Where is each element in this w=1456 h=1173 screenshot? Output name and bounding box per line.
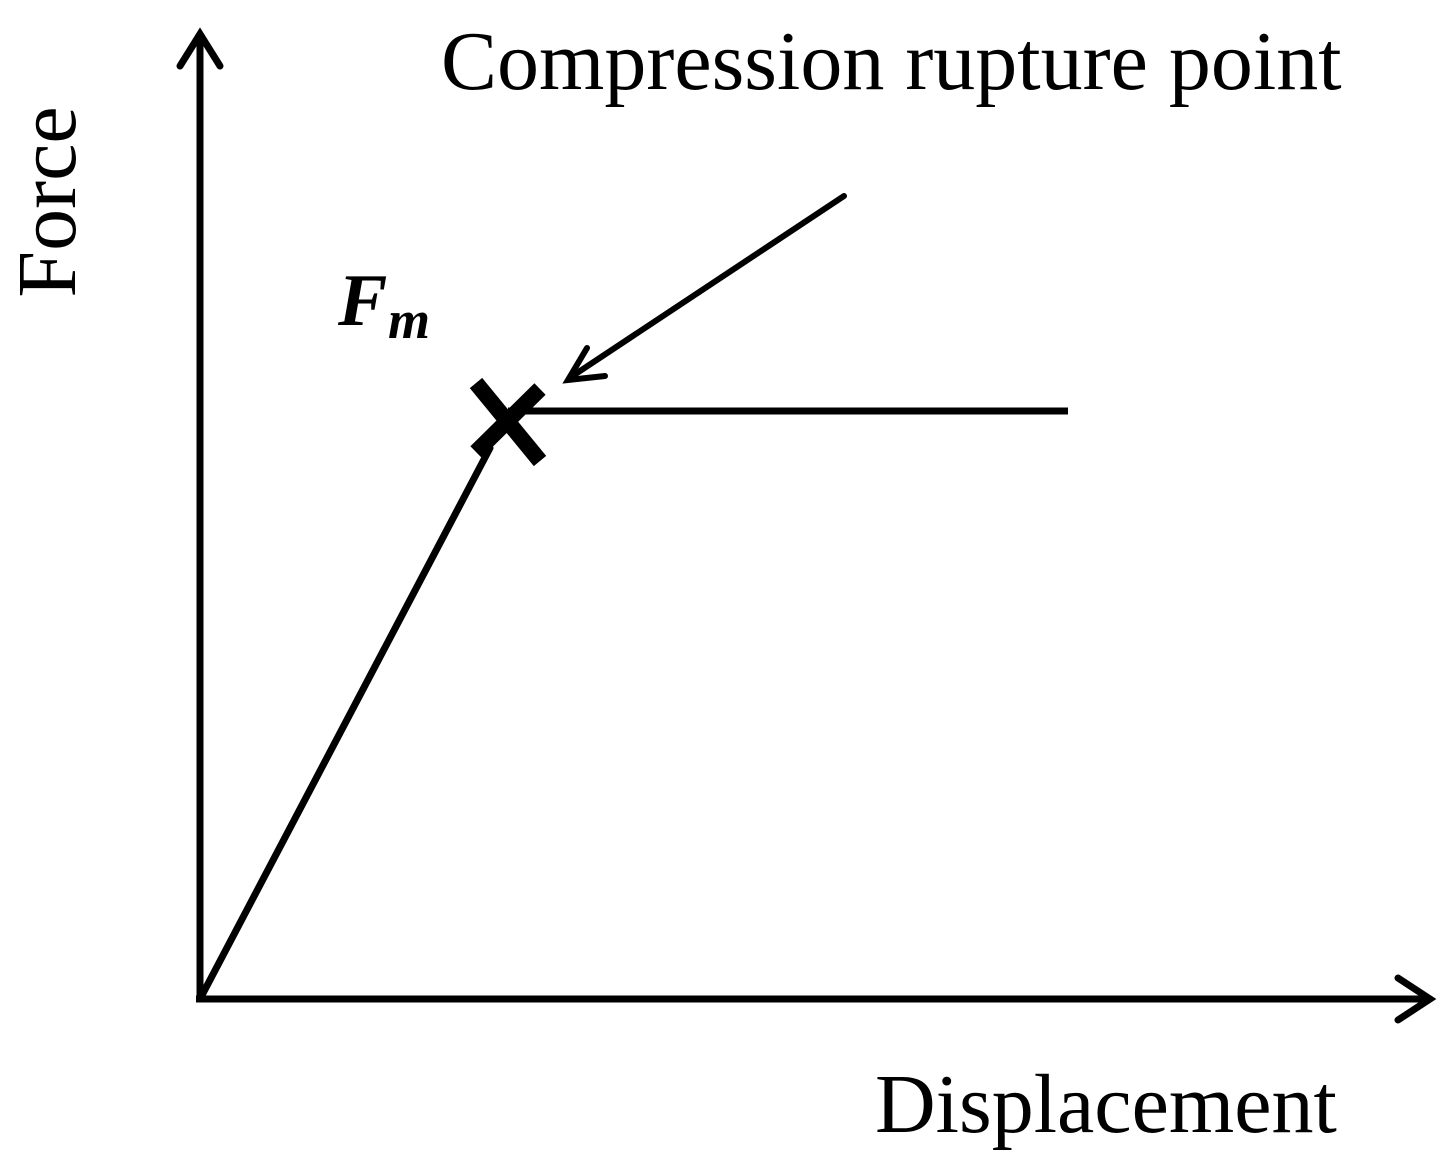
- y-axis-label: Force: [1, 106, 94, 297]
- x-axis-arrowhead: [1394, 974, 1437, 1024]
- annotation-arrowhead: [562, 345, 608, 384]
- peak-force-label: F m: [337, 260, 430, 350]
- x-axis-label: Displacement: [875, 1058, 1337, 1151]
- annotation-label: Compression rupture point: [441, 15, 1342, 108]
- annotation-arrow-shaft: [571, 193, 847, 378]
- peak-force-symbol: F: [337, 260, 387, 342]
- y-axis-arrowhead: [176, 27, 224, 70]
- rupture-point-marker: [469, 377, 547, 467]
- peak-force-subscript: m: [388, 290, 430, 350]
- force-displacement-curve: [196, 444, 494, 1003]
